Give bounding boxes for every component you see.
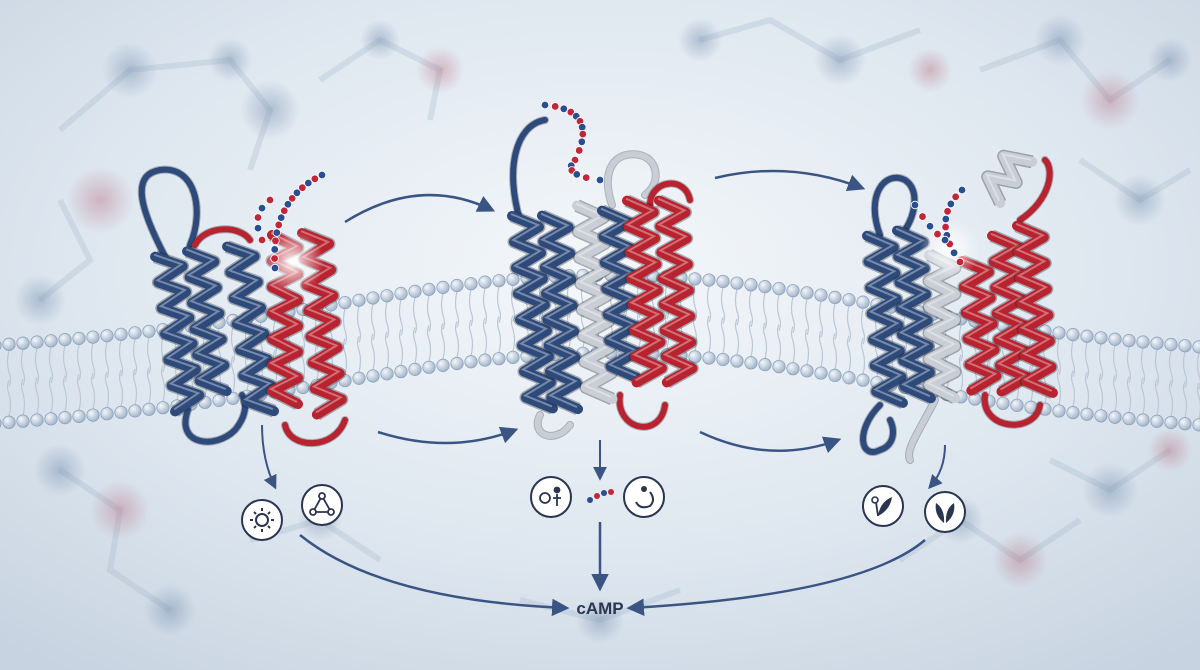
receptor-1-helix-3 (222, 240, 279, 418)
receptor-3-helix-5 (987, 229, 1034, 398)
ligand-3 (910, 185, 967, 267)
binding-glow-1 (260, 230, 324, 294)
receptor-1-helix-2 (182, 245, 232, 398)
double-leaf-icon (924, 491, 966, 533)
icon-virus (241, 499, 283, 541)
icon-network (301, 484, 343, 526)
receptor-2-grey-bottom-loop (534, 412, 573, 439)
receptor-3-helix-3 (922, 249, 962, 404)
receptor-2-helix-6 (653, 194, 699, 389)
pathway-icon (587, 489, 614, 503)
camp-label: cAMP (576, 599, 623, 618)
receptor-2-helix-5 (621, 194, 669, 389)
receptor-1-helix-1 (150, 250, 206, 417)
receptors (137, 116, 1058, 464)
icon-pathway (587, 489, 614, 503)
virus-icon (241, 499, 283, 541)
receptor-1-bottom-loop (182, 392, 249, 445)
receptor-1-top-loop (192, 226, 253, 248)
network-icon (301, 484, 343, 526)
background-molecules (14, 14, 1192, 644)
arrow-to-camp-left (299, 534, 570, 617)
ligands (253, 100, 967, 273)
receptor-1-n-loop (138, 166, 200, 265)
arrow-to-camp-right (626, 539, 926, 616)
receptor-3 (859, 149, 1058, 464)
icon-cell (623, 476, 665, 518)
icon-leaf (862, 485, 904, 527)
receptor-2 (507, 116, 699, 440)
receptor-3-helix-1 (862, 229, 908, 409)
receptor-3-grey-cap (981, 149, 1038, 208)
receptor-2-n-loop (510, 117, 548, 223)
receptor-3-bottom-loop (860, 402, 896, 455)
arrow-down-1 (261, 424, 277, 490)
arrow-bottom-1 (377, 426, 519, 445)
receptor-1 (137, 165, 349, 448)
icon-double-leaf (924, 491, 966, 533)
arrow-top-1 (344, 193, 496, 224)
receptor-3-n-loop (871, 175, 918, 238)
receptor-1-red-bottom-loop (282, 417, 348, 447)
receptor-2-red-top-loop (647, 180, 693, 208)
receptor-2-red-bottom-loop (616, 392, 668, 430)
cell-icon (623, 476, 665, 518)
flow-arrows (261, 169, 946, 617)
ligand-1 (253, 170, 327, 273)
receptor-3-helix-2 (891, 224, 937, 405)
receptor-2-helix-4 (597, 204, 643, 384)
icon-person (530, 476, 572, 518)
ligand-2 (540, 100, 605, 185)
arrow-top-2 (714, 169, 866, 192)
receptor-2-helix-2 (536, 209, 584, 416)
receptor-2-helix-3 (571, 199, 618, 406)
receptor-3-helix-4 (957, 254, 1003, 397)
receptor-3-red-top-loop (1017, 157, 1053, 223)
receptor-3-grey-tail (906, 397, 938, 463)
receptor-3-red-bottom-loop (981, 392, 1043, 428)
receptor-3-helix-6 (1012, 219, 1058, 399)
arrow-bottom-2 (699, 430, 842, 454)
arrow-down-3 (928, 444, 946, 490)
receptor-2-helix-1 (507, 209, 558, 415)
person-icon (530, 476, 572, 518)
receptor-2-grey-top-loop (604, 151, 659, 208)
